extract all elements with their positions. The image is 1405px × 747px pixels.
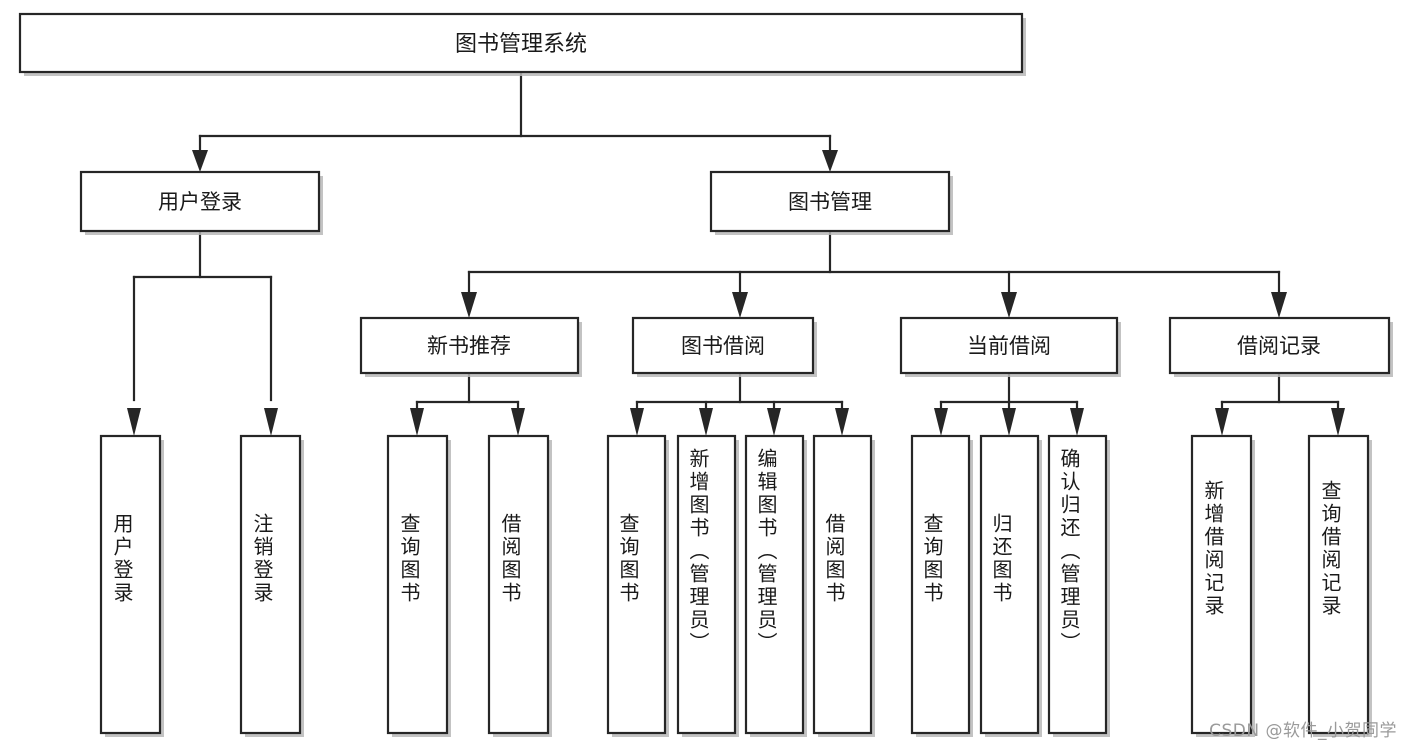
leaf-add-record-rect: [1190, 434, 1253, 735]
leaf-query-book-2-rect: [606, 434, 667, 735]
arrow-bm-c1: [461, 292, 477, 318]
arrow-bm-c3: [1001, 292, 1017, 318]
leaf-query-book-1-rect: [386, 434, 449, 735]
arrow-nbr-l2: [511, 408, 525, 436]
borrow-record-rect: [1168, 316, 1391, 375]
leaf-borrow-book-2-rect: [812, 434, 873, 735]
borrow-record-label: 借阅记录: [1237, 334, 1321, 358]
leaf-return-book-rect: [979, 434, 1040, 735]
node-book-manage[interactable]: 图书管理: [709, 170, 953, 235]
user-login-label: 用户登录: [158, 190, 242, 214]
book-manage-rect: [709, 170, 951, 233]
arrow-cb-l2: [1002, 408, 1016, 436]
root-label: 图书管理系统: [455, 32, 587, 57]
node-current-borrow[interactable]: 当前借阅: [899, 316, 1121, 377]
node-leaf-query-record[interactable]: [1307, 434, 1372, 737]
arrow-br-l2: [1331, 408, 1345, 436]
book-borrow-rect: [631, 316, 815, 375]
node-leaf-return-book[interactable]: [979, 434, 1042, 737]
node-leaf-query-book-2[interactable]: [606, 434, 669, 737]
node-leaf-confirm-return[interactable]: [1047, 434, 1110, 737]
leaf-user-logout-rect: [239, 434, 302, 735]
book-manage-label: 图书管理: [788, 190, 872, 214]
arrow-bb-l1: [630, 408, 644, 436]
node-leaf-add-record[interactable]: [1190, 434, 1255, 737]
arrow-br-l1: [1215, 408, 1229, 436]
node-leaf-query-book-3[interactable]: [910, 434, 973, 737]
leaf-user-login-rect: [99, 434, 162, 735]
node-leaf-add-book[interactable]: [676, 434, 739, 737]
arrow-bm-c2: [732, 292, 748, 318]
leaf-query-book-3-rect: [910, 434, 971, 735]
node-user-login[interactable]: 用户登录: [79, 170, 323, 235]
node-leaf-edit-book[interactable]: [744, 434, 807, 737]
node-leaf-user-logout[interactable]: [239, 434, 304, 737]
arrow-root-to-user-login: [192, 150, 208, 172]
node-leaf-borrow-book-2[interactable]: [812, 434, 875, 737]
connectors: [127, 71, 1345, 436]
node-book-borrow[interactable]: 图书借阅: [631, 316, 817, 377]
arrow-userlogin-l1: [127, 408, 141, 436]
node-leaf-query-book-1[interactable]: [386, 434, 451, 737]
leaf-add-book-rect: [676, 434, 737, 735]
arrow-bb-l4: [835, 408, 849, 436]
leaf-borrow-book-1-rect: [487, 434, 550, 735]
user-login-rect: [79, 170, 321, 233]
node-new-book-rec[interactable]: 新书推荐: [359, 316, 582, 377]
arrow-cb-l3: [1070, 408, 1084, 436]
new-book-rec-rect: [359, 316, 580, 375]
arrow-nbr-l1: [410, 408, 424, 436]
leaf-edit-book-rect: [744, 434, 805, 735]
node-borrow-record[interactable]: 借阅记录: [1168, 316, 1393, 377]
node-leaf-user-login[interactable]: [99, 434, 164, 737]
arrow-bm-c4: [1271, 292, 1287, 318]
leaf-confirm-return-rect: [1047, 434, 1108, 735]
leaf-query-record-rect: [1307, 434, 1370, 735]
arrow-cb-l1: [934, 408, 948, 436]
watermark-text: CSDN @软件_小贺同学: [1209, 721, 1397, 741]
root-rect: [18, 12, 1024, 74]
node-root[interactable]: 图书管理系统: [18, 12, 1026, 76]
arrow-root-to-book-manage: [822, 150, 838, 172]
node-leaf-borrow-book-1[interactable]: [487, 434, 552, 737]
book-borrow-label: 图书借阅: [681, 334, 765, 358]
new-book-rec-label: 新书推荐: [427, 334, 511, 358]
current-borrow-label: 当前借阅: [967, 334, 1051, 358]
arrow-bb-l3: [767, 408, 781, 436]
current-borrow-rect: [899, 316, 1119, 375]
arrow-userlogin-l2: [264, 408, 278, 436]
arrow-bb-l2: [699, 408, 713, 436]
